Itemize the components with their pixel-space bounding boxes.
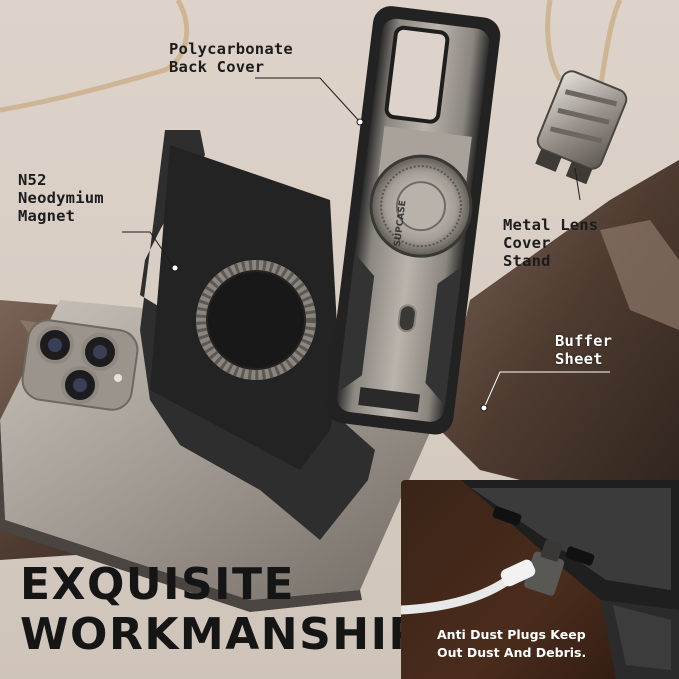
callout-line-buffer xyxy=(483,371,610,409)
callout-line-back-cover xyxy=(255,77,361,123)
buffer-sheet xyxy=(140,130,375,540)
lanyard-cord-right xyxy=(545,0,623,91)
dust-plug xyxy=(524,540,565,596)
dust-plug-caption: Anti Dust Plugs Keep Out Dust And Debris… xyxy=(437,627,587,660)
phone-case: SUPCASE xyxy=(326,6,501,435)
headline-line-2: WORKMANSHIP xyxy=(20,609,423,660)
dust-plug-inset: Anti Dust Plugs Keep Out Dust And Debris… xyxy=(401,480,679,679)
callout-lens-stand: Metal Lens Cover Stand xyxy=(503,216,599,270)
callout-line-lens-stand xyxy=(574,167,581,201)
callout-magnet: N52 Neodymium Magnet xyxy=(18,171,104,225)
dust-plug-scene xyxy=(401,480,679,679)
lanyard-cord-left xyxy=(0,0,190,113)
callout-buffer: Buffer Sheet xyxy=(555,332,613,368)
lens-stand xyxy=(535,70,628,185)
callout-back-cover: Polycarbonate Back Cover xyxy=(169,40,293,76)
callout-line-magnet xyxy=(122,231,176,269)
usb-c-cable xyxy=(401,573,516,615)
headline-line-1: EXQUISITE xyxy=(20,559,296,610)
